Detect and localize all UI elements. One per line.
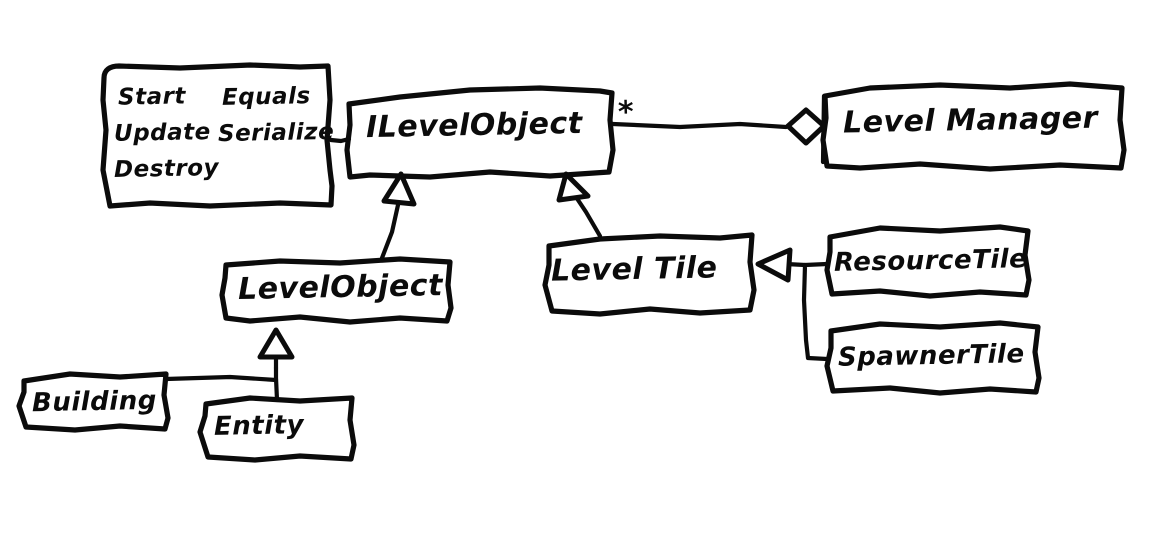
spawnertile-outline (824, 320, 1042, 396)
resourcetile-outline (824, 224, 1032, 299)
note-link-line (328, 136, 352, 144)
entity-outline (197, 395, 357, 463)
building-label: Building (31, 385, 158, 419)
methods-note-outline (100, 62, 335, 209)
levelobject-outline (219, 256, 454, 325)
leveltile-inheritance-triangle-icon (755, 247, 793, 283)
ilevelobject-label: ILevelObject (365, 105, 583, 146)
method-serialize: Serialize (217, 118, 335, 148)
resourcetile-label: ResourceTile (833, 244, 1028, 278)
aggregation-diamond-icon (785, 107, 827, 146)
leveltile-realization-triangle-icon (556, 171, 591, 203)
leveltile-outline (542, 232, 757, 317)
building-outline (16, 371, 171, 433)
ilevelobject-outline (344, 85, 616, 180)
levelobject-label: LevelObject (237, 268, 444, 307)
levelmanager-outline (820, 81, 1127, 172)
levelobject-realization-triangle-icon (381, 171, 417, 207)
levelobject-realization-line (379, 202, 401, 261)
spawnertile-label: SpawnerTile (837, 339, 1025, 373)
aggregation-line (610, 121, 789, 130)
levelobject-inheritance-triangle-icon (257, 327, 295, 360)
levelmanager-left-edge-tick (820, 93, 827, 165)
levelmanager-label: Level Manager (842, 100, 1099, 141)
building-inheritance-line (163, 374, 279, 383)
method-start: Start (117, 83, 187, 111)
method-update: Update (113, 119, 211, 147)
leveltile-label: Level Tile (550, 250, 718, 289)
entity-label: Entity (213, 410, 305, 442)
method-equals: Equals (221, 83, 311, 111)
entity-inheritance-line (273, 365, 280, 403)
leveltile-realization-line (571, 191, 603, 239)
multiplicity-star-label: * (617, 94, 635, 131)
resourcetile-inheritance-line (801, 261, 830, 362)
method-destroy: Destroy (113, 154, 220, 184)
